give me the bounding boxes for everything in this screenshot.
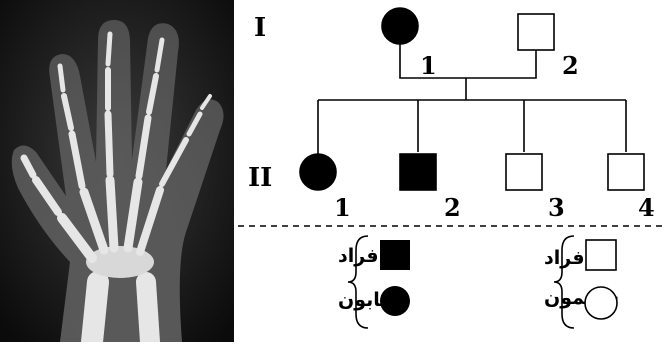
gen1-member-1-number: 1: [420, 51, 437, 80]
gen2-member-3-number: 3: [548, 193, 565, 222]
generation-label-2: II: [248, 163, 272, 193]
gen2-male-affected-icon: [400, 154, 436, 190]
pedigree-chart: I II 1 2 1 2 3 4 أفراد مصابون: [234, 0, 664, 342]
gen1-male-healthy-icon: [518, 14, 554, 50]
legend-affected-female-icon: [380, 286, 410, 316]
legend-affected-male-icon: [380, 240, 410, 270]
legend-healthy-male-icon: [586, 240, 616, 270]
gen1-member-2-number: 2: [562, 51, 579, 80]
generation-label-1: I: [254, 13, 266, 43]
gen2-member-2-number: 2: [444, 193, 461, 222]
gen2-female-affected-icon: [300, 154, 336, 190]
pedigree-lines: [318, 44, 626, 154]
legend-healthy-line1: أفراد: [544, 245, 591, 269]
pedigree-panel: I II 1 2 1 2 3 4 أفراد مصابون: [234, 0, 664, 342]
gen2-member-1-number: 1: [334, 193, 351, 222]
gen1-female-affected-icon: [382, 8, 418, 44]
gen2-male-healthy-icon-3: [506, 154, 542, 190]
gen2-male-healthy-icon-4: [608, 154, 644, 190]
hand-xray-icon: [0, 0, 234, 342]
legend-healthy-female-icon: [585, 287, 617, 319]
legend-affected-line1: أفراد: [338, 243, 385, 267]
gen2-member-4-number: 4: [638, 193, 655, 222]
hand-xray-image: [0, 0, 234, 342]
